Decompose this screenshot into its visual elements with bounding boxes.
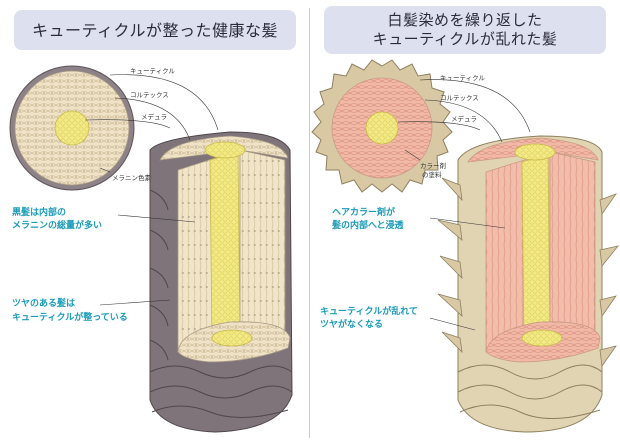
damaged-hair-diagram: キューティクル コルテックス メデュラ カラー剤 の塗料 ヘアカラー剤が 髪の内…	[311, 59, 620, 433]
damaged-label-colorant-1: カラー剤	[420, 161, 446, 170]
healthy-label-medulla: メデュラ	[141, 112, 167, 121]
healthy-label-cortex: コルテックス	[130, 91, 169, 99]
healthy-note-black-hair-1: 黒髪は内部の	[12, 206, 66, 218]
damaged-note-disorder-2: ツヤがなくなる	[320, 318, 383, 330]
damaged-hair-panel: 白髪染めを繰り返した キューティクルが乱れた髪	[310, 0, 620, 446]
damaged-hair-title-box: 白髪染めを繰り返した キューティクルが乱れた髪	[324, 6, 606, 54]
healthy-note-black-hair-2: メラニンの総量が多い	[12, 219, 102, 231]
damaged-label-medulla: メデュラ	[451, 114, 477, 123]
healthy-note-gloss-1: ツヤのある髪は	[12, 297, 75, 309]
damaged-label-cuticle: キューティクル	[440, 74, 485, 82]
healthy-label-cuticle: キューティクル	[130, 67, 175, 75]
healthy-note-gloss-2: キューティクルが整っている	[12, 311, 128, 323]
damaged-label-cortex: コルテックス	[440, 94, 479, 102]
damaged-hair-title-line2: キューティクルが乱れた髪	[372, 30, 558, 48]
healthy-label-melanin: メラニン色素	[112, 173, 152, 182]
damaged-hair-title-line1: 白髪染めを繰り返した	[387, 11, 543, 29]
damaged-note-disorder-1: キューティクルが乱れて	[320, 305, 418, 317]
healthy-cross-section	[9, 65, 135, 191]
healthy-leader-lines	[84, 74, 219, 306]
healthy-hair-title: キューティクルが整った健康な髪	[31, 20, 279, 40]
healthy-hair-panel: キューティクルが整った健康な髪	[9, 10, 296, 433]
healthy-hair-title-box: キューティクルが整った健康な髪	[14, 10, 296, 50]
healthy-hair-shaft	[149, 131, 293, 433]
healthy-hair-diagram: キューティクル コルテックス メデュラ メラニン色素 黒髪は内部の メラニンの総…	[9, 65, 293, 433]
damaged-hair-shaft	[437, 135, 620, 433]
panel-divider	[309, 8, 310, 438]
damaged-leader-lines	[397, 79, 531, 331]
damaged-note-color-1: ヘアカラー剤が	[332, 206, 396, 218]
damaged-label-colorant-2: の塗料	[422, 170, 442, 179]
damaged-note-color-2: 髪の内部へと浸透	[331, 219, 405, 231]
damaged-cross-section	[311, 59, 453, 193]
